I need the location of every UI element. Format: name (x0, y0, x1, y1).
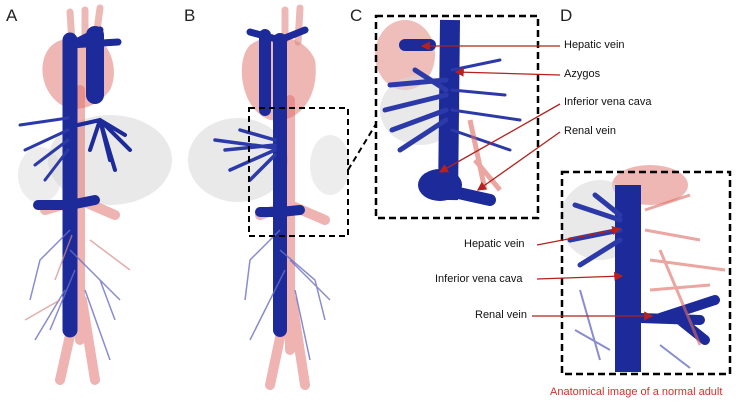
panel-label-d: D (560, 6, 573, 25)
panel-label-a: A (6, 6, 18, 25)
callout-c-renal-vein: Renal vein (564, 125, 616, 137)
callout-c-inferior-vena-cava: Inferior vena cava (564, 96, 652, 108)
callout-c-hepatic-vein: Hepatic vein (564, 39, 625, 51)
panel-label-c: C (350, 6, 363, 25)
callout-d-renal-vein: Renal vein (475, 309, 527, 321)
callout-c-azygos: Azygos (564, 68, 601, 80)
panel-d-zoom (532, 165, 732, 376)
callout-d-hepatic-vein: Hepatic vein (464, 238, 525, 250)
panel-c-zoom (374, 14, 561, 220)
panel-label-b: B (184, 6, 196, 25)
panel-a-model (18, 4, 172, 385)
figure-caption: Anatomical image of a normal adult (550, 386, 723, 398)
panel-b-model (188, 4, 377, 390)
callout-d-inferior-vena-cava: Inferior vena cava (435, 273, 523, 285)
